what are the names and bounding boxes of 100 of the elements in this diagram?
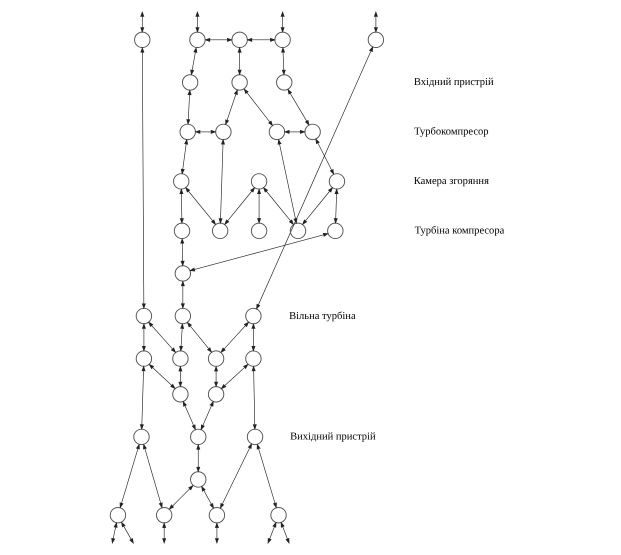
- node-circle: [188, 32, 206, 48]
- node-circle: [174, 308, 191, 324]
- arrow: [280, 10, 284, 33]
- arrow: [267, 522, 276, 544]
- arrow: [186, 89, 192, 125]
- arrow: [182, 400, 196, 430]
- node-circle: [174, 265, 191, 282]
- arrow: [178, 323, 184, 352]
- arrow: [141, 323, 146, 352]
- label: Турбокомпресор: [414, 126, 488, 138]
- node-circle: [179, 124, 196, 140]
- node-circle: [326, 222, 344, 240]
- arrow: [148, 364, 176, 390]
- node-circle: [207, 350, 224, 367]
- arrow: [237, 46, 242, 76]
- node-circle: [230, 32, 248, 48]
- arrow: [256, 188, 261, 224]
- node-circle: [276, 74, 292, 91]
- node-circle: [132, 428, 150, 446]
- node-circle: [190, 471, 206, 488]
- arrow: [194, 10, 199, 33]
- label: Вхідний пристрій: [413, 77, 494, 88]
- arrow: [119, 443, 140, 508]
- arrow: [302, 186, 333, 226]
- arrow: [140, 46, 146, 310]
- arrow: [256, 443, 276, 508]
- node-circle: [244, 350, 262, 367]
- arrow: [220, 321, 249, 354]
- node-circle: [134, 32, 150, 48]
- arrow: [204, 38, 232, 42]
- node-circle: [250, 173, 267, 190]
- arrow: [373, 10, 378, 33]
- arrow: [162, 522, 166, 544]
- arrow: [190, 46, 197, 76]
- arrow: [219, 442, 252, 509]
- arrow: [188, 232, 328, 272]
- arrow: [280, 522, 289, 544]
- node-circle: [211, 222, 228, 240]
- arrow: [214, 522, 218, 544]
- node-circle: [214, 124, 232, 140]
- node-circle: [268, 124, 285, 140]
- arrow: [246, 38, 276, 42]
- arrow: [178, 366, 182, 388]
- node-circle: [156, 506, 172, 524]
- node-circle: [246, 428, 263, 446]
- label: Камера згоряння: [413, 176, 488, 188]
- arrow: [180, 138, 188, 175]
- arrow: [220, 364, 248, 390]
- arrow: [251, 365, 256, 430]
- node-circle: [181, 74, 198, 91]
- node-circle: [172, 386, 188, 402]
- node-circle: [135, 308, 152, 324]
- node-circle: [208, 506, 225, 524]
- arrow: [277, 138, 297, 224]
- node-circle: [172, 350, 188, 367]
- arrow: [180, 280, 184, 310]
- arrow: [139, 365, 146, 430]
- arrow: [256, 46, 373, 310]
- arrow: [280, 46, 286, 76]
- arrow: [196, 444, 200, 473]
- arrow: [224, 88, 238, 126]
- arrow: [333, 188, 338, 224]
- node-circle: [207, 386, 224, 402]
- arrow: [250, 323, 255, 352]
- arrow: [214, 366, 218, 388]
- node-circle: [230, 74, 248, 91]
- node-circle: [190, 428, 206, 446]
- arrow: [200, 400, 214, 430]
- arrow: [110, 522, 118, 544]
- label: Вільна турбіна: [288, 310, 356, 322]
- arrow: [224, 186, 255, 226]
- arrow: [180, 238, 184, 267]
- label: Турбіна компресора: [414, 226, 504, 237]
- node-circle: [304, 124, 320, 140]
- node-circle: [173, 222, 190, 240]
- node-circle: [135, 350, 152, 367]
- arrow: [200, 486, 214, 510]
- arrow: [148, 321, 176, 354]
- arrow: [142, 443, 162, 508]
- node-circle: [250, 222, 267, 240]
- arrow: [262, 186, 294, 226]
- node-circle: [367, 32, 384, 48]
- node-circle: [270, 506, 286, 524]
- arrow: [194, 130, 216, 134]
- label: Вихідний пристрій: [290, 432, 376, 443]
- arrow: [184, 186, 216, 226]
- node-circle: [274, 32, 290, 48]
- node-circle: [244, 308, 262, 324]
- node-circle: [172, 173, 189, 190]
- arrow: [178, 188, 184, 224]
- arrow: [286, 88, 309, 126]
- arrow: [243, 88, 273, 126]
- arrow: [186, 322, 212, 353]
- arrow: [283, 130, 306, 134]
- arrow: [120, 521, 134, 544]
- node-circle: [109, 506, 126, 524]
- node-circle: [289, 222, 306, 240]
- arrow: [140, 10, 144, 33]
- node-circle: [328, 173, 345, 190]
- arrow: [314, 138, 334, 176]
